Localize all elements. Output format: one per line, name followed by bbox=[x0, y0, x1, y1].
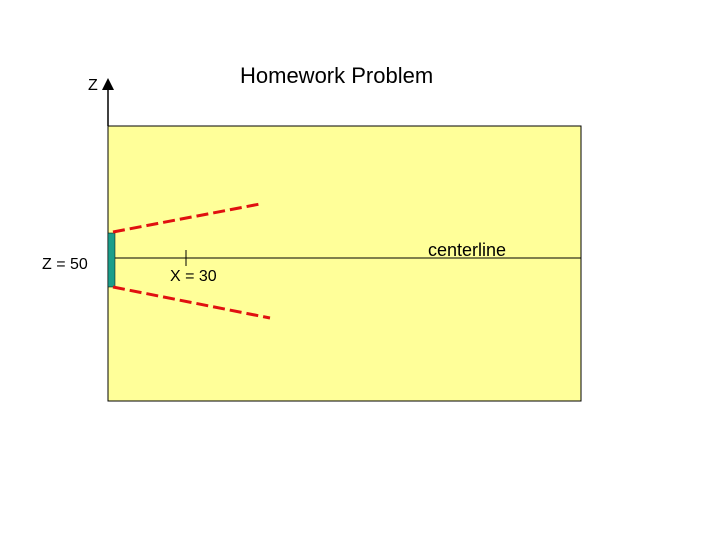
x-value-label: X = 30 bbox=[170, 268, 217, 285]
domain-rectangle bbox=[107, 125, 582, 402]
centerline-label: centerline bbox=[428, 240, 507, 260]
lower-spray-boundary bbox=[112, 285, 271, 320]
nozzle-inlet bbox=[107, 232, 116, 288]
z-axis-label: Z bbox=[88, 77, 98, 94]
upper-spray-boundary bbox=[112, 202, 261, 234]
z-value-label: Z = 50 bbox=[42, 256, 88, 273]
page-title: Homework Problem bbox=[240, 63, 434, 88]
